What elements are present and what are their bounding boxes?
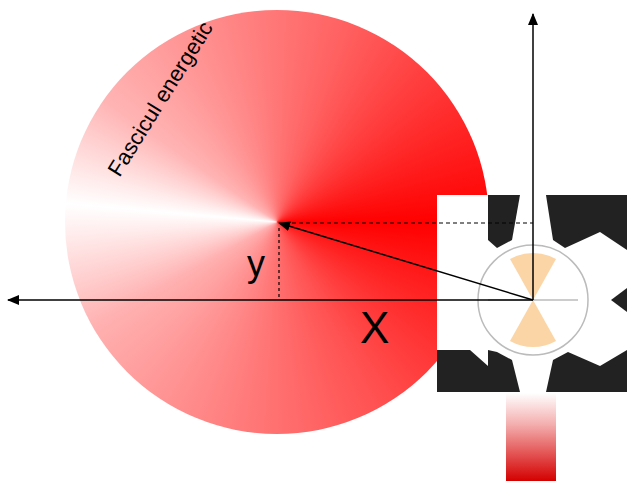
axis-label: X	[360, 306, 389, 350]
y-axis	[532, 14, 534, 300]
position-vector	[279, 223, 533, 300]
axis-label: y	[247, 246, 265, 282]
x-axis	[8, 299, 533, 301]
sensor-bar	[506, 393, 556, 481]
projection-line	[285, 222, 533, 223]
robot-body	[437, 195, 627, 393]
orange-sector	[510, 300, 556, 347]
projection-line	[278, 228, 279, 300]
robot-wedges	[437, 195, 627, 392]
energy-beam	[65, 10, 489, 434]
